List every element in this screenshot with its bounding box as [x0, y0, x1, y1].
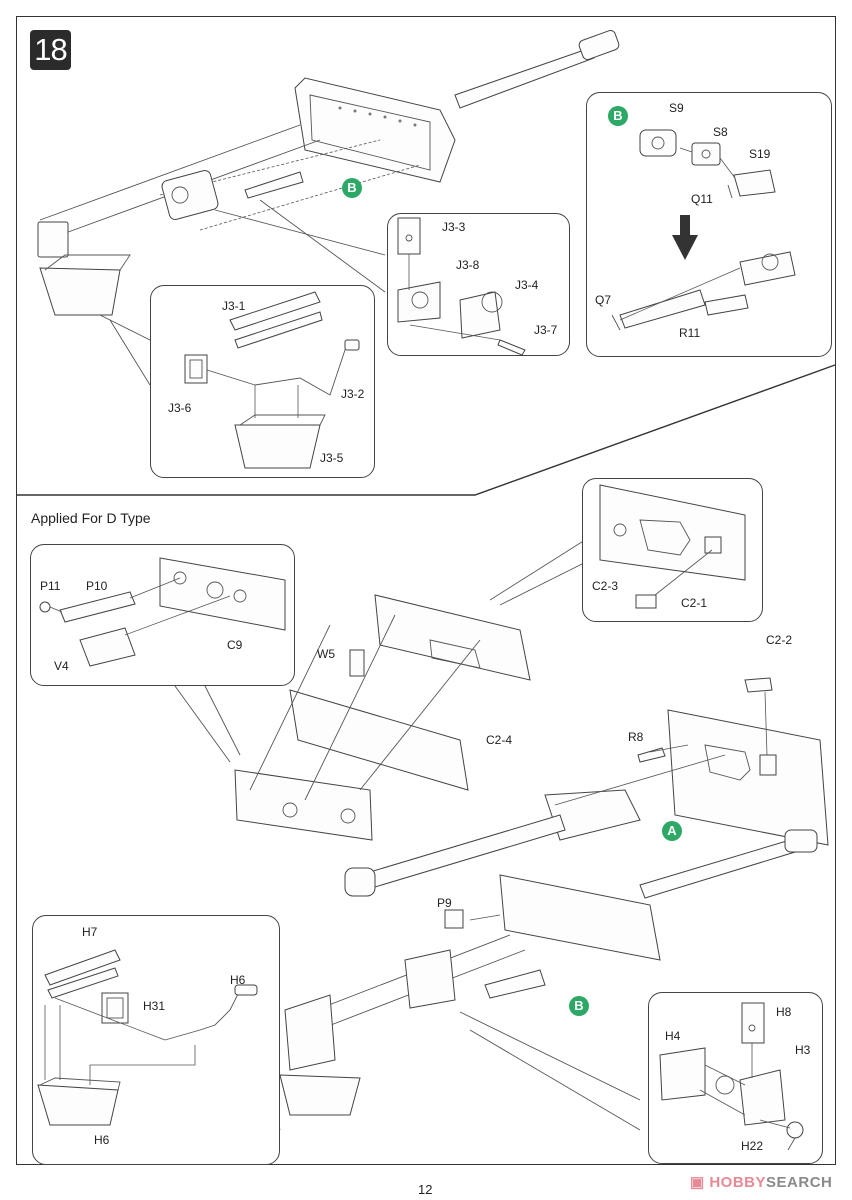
part-label-q7: Q7	[595, 293, 612, 307]
callout-h-guard	[32, 915, 280, 1165]
part-label-r11: R11	[679, 326, 701, 340]
part-label-j3-5: J3-5	[320, 451, 344, 465]
top-gun-assembly	[37, 30, 620, 386]
part-label-h4: H4	[665, 1029, 681, 1043]
callout-j3-guard	[150, 285, 375, 478]
reference-marker-b-callout: B	[608, 106, 628, 126]
barrel-bottom	[639, 839, 796, 899]
part-label-c2-2: C2-2	[766, 633, 793, 647]
part-label-j3-7: J3-7	[534, 323, 558, 337]
part-label-h6-bottom: H6	[94, 1133, 110, 1147]
bottom-gun-assembly	[264, 829, 818, 1151]
part-label-v4: V4	[54, 659, 69, 673]
guard-bottom	[284, 994, 336, 1071]
part-p9	[444, 909, 464, 929]
housing	[667, 709, 829, 846]
part-label-c2-1: C2-1	[681, 596, 708, 610]
muzzle-brake	[578, 30, 620, 60]
watermark: ▣ HOBBYSEARCH	[690, 1173, 832, 1191]
barrel-mid	[359, 814, 566, 891]
mantlet-bottom	[499, 874, 661, 961]
muzzle-brake-bottom	[784, 829, 818, 853]
part-label-j3-1: J3-1	[222, 299, 246, 313]
reference-marker-b-bottom: B	[569, 996, 589, 1016]
watermark-text-b: SEARCH	[766, 1174, 833, 1191]
part-label-h31: H31	[143, 999, 166, 1013]
muzzle-brake-mid	[344, 867, 376, 897]
step-number-badge: 18	[30, 30, 71, 70]
section-divider	[17, 364, 836, 496]
mantlet-plate-upper	[374, 594, 531, 681]
part-label-j3-6: J3-6	[168, 401, 192, 415]
hobby-search-logo-icon: ▣	[690, 1174, 710, 1191]
page-frame	[16, 16, 836, 1165]
callout-c2-plate	[582, 478, 763, 622]
part-label-c2-4: C2-4	[486, 733, 513, 747]
page-number: 12	[418, 1182, 433, 1197]
part-label-j3-2: J3-2	[341, 387, 365, 401]
part-c2-4	[289, 689, 469, 791]
part-label-p10: P10	[86, 579, 108, 593]
part-label-h7: H7	[82, 925, 98, 939]
part-label-j3-3: J3-3	[442, 220, 466, 234]
shell-bin	[39, 267, 121, 316]
part-c2-2	[744, 677, 773, 693]
watermark-text-a: HOBBY	[709, 1174, 767, 1191]
part-r8	[637, 747, 666, 763]
part-label-c2-3: C2-3	[592, 579, 619, 593]
a-side-assembly	[344, 677, 829, 897]
callout-subassembly-b	[586, 92, 832, 357]
part-label-s8: S8	[713, 125, 728, 139]
main-mantlet-plates	[234, 539, 591, 841]
section-title-d-type: Applied For D Type	[31, 510, 151, 526]
barrel	[454, 47, 595, 109]
mantlet-base	[234, 769, 373, 841]
part-label-p11: P11	[40, 579, 61, 593]
part-label-h8: H8	[776, 1005, 792, 1019]
reference-marker-a: A	[662, 821, 682, 841]
guard-frame	[37, 221, 69, 258]
breech-block	[161, 170, 219, 220]
part-label-j3-4: J3-4	[515, 278, 539, 292]
bin-bottom	[279, 1074, 361, 1116]
recoil-mechanism	[244, 171, 304, 199]
part-label-q11: Q11	[691, 192, 713, 206]
part-label-p9: P9	[437, 896, 452, 910]
callout-d-type-mantlet	[30, 544, 295, 686]
part-label-w5: W5	[317, 647, 335, 661]
recoil-bottom	[484, 969, 546, 999]
part-label-h6-top: H6	[230, 973, 246, 987]
part-label-s9: S9	[669, 101, 684, 115]
breech-bottom	[404, 949, 456, 1009]
part-label-h22: H22	[741, 1139, 764, 1153]
reference-marker-b: B	[342, 178, 362, 198]
part-label-r8: R8	[628, 730, 644, 744]
part-label-h3: H3	[795, 1043, 811, 1057]
part-label-c9: C9	[227, 638, 243, 652]
mantlet	[294, 77, 456, 183]
part-w5	[349, 649, 365, 677]
callout-h-breech	[648, 992, 823, 1164]
part-label-j3-8: J3-8	[456, 258, 480, 272]
part-label-s19: S19	[749, 147, 771, 161]
